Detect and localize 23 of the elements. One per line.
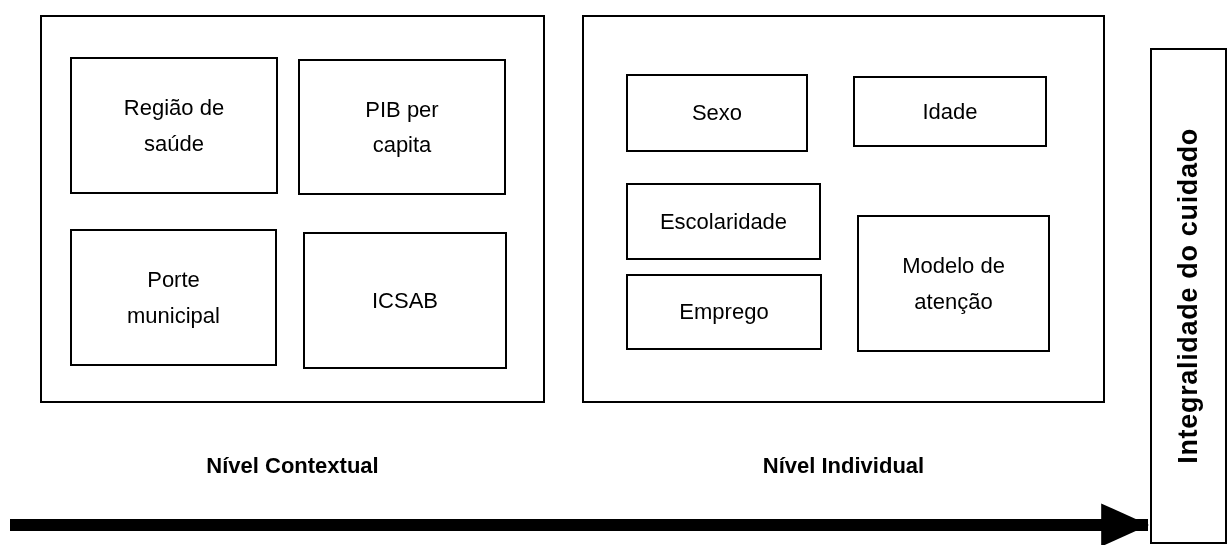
variable-label: Escolaridade — [658, 207, 789, 236]
outcome-label: Integralidade do cuidado — [1172, 128, 1205, 464]
variable-box — [857, 215, 1050, 352]
group-heading: Nível Individual — [761, 452, 926, 480]
variable-box — [626, 183, 821, 260]
variable-box — [70, 229, 277, 366]
variable-label: Sexo — [690, 99, 744, 128]
variable-label: Região de saúde — [122, 94, 226, 158]
variable-box — [303, 232, 507, 369]
variable-box — [70, 57, 278, 194]
variable-label: Idade — [921, 97, 979, 126]
timeline-arrow — [10, 503, 1150, 545]
variable-label: Modelo de atenção — [901, 252, 1006, 316]
variable-box — [853, 76, 1047, 147]
variable-box — [626, 274, 822, 350]
variable-label: ICSAB — [371, 286, 439, 315]
outcome-box — [1150, 48, 1227, 544]
variable-label: Porte municipal — [126, 266, 221, 330]
variable-label: Emprego — [678, 298, 770, 327]
variable-label: PIB per capita — [364, 95, 440, 159]
variable-box — [298, 59, 506, 195]
group-heading: Nível Contextual — [205, 452, 380, 480]
variable-box — [626, 74, 808, 152]
